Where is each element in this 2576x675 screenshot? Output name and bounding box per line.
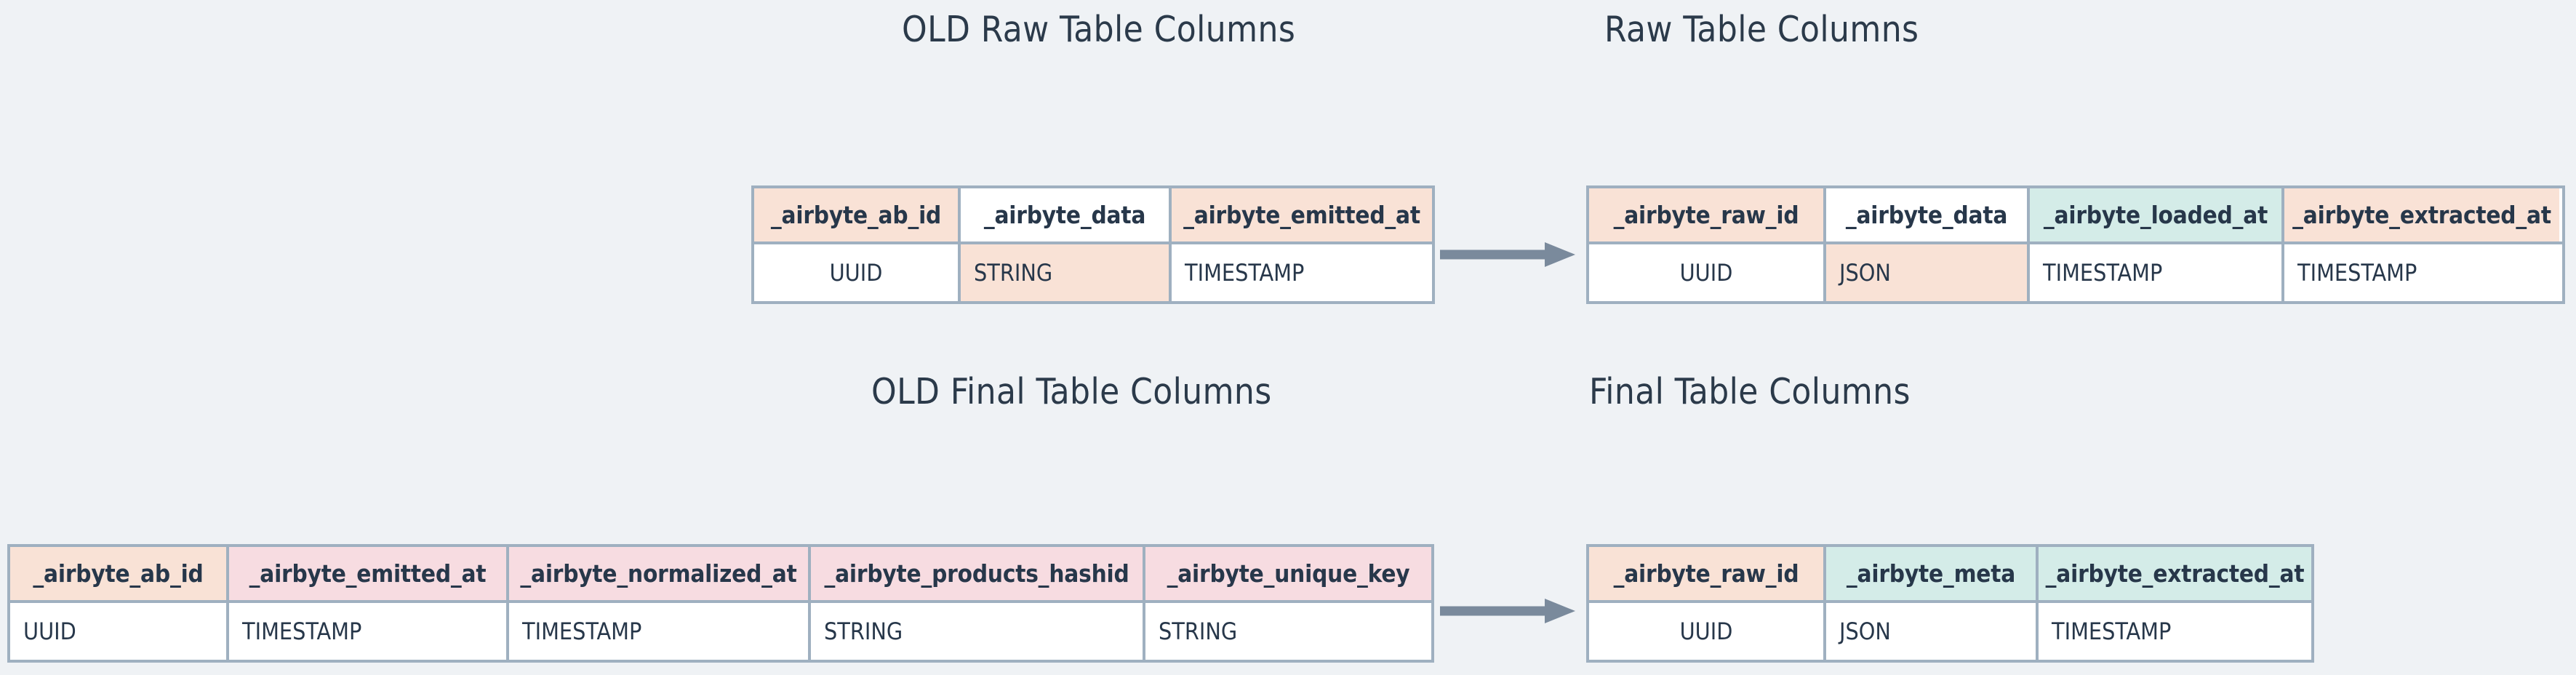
column-header-cell: _airbyte_raw_id — [1589, 547, 1823, 600]
column-type-cell: UUID — [1589, 603, 1823, 660]
column-header-cell: _airbyte_products_hashid — [808, 547, 1143, 600]
table-type-row: UUID JSON TIMESTAMP TIMESTAMP — [1589, 244, 2562, 301]
column-type-cell: TIMESTAMP — [506, 603, 808, 660]
column-header-cell: _airbyte_ab_id — [10, 547, 226, 600]
column-type-cell: STRING — [958, 244, 1169, 301]
table-header-row: _airbyte_raw_id _airbyte_meta _airbyte_e… — [1589, 547, 2311, 603]
column-header-cell: _airbyte_unique_key — [1143, 547, 1431, 600]
column-header-cell: _airbyte_extracted_at — [2036, 547, 2311, 600]
column-type-cell: UUID — [10, 603, 226, 660]
old-raw-title: OLD Raw Table Columns — [902, 9, 1296, 50]
column-header-cell: _airbyte_emitted_at — [226, 547, 506, 600]
column-header-cell: _airbyte_loaded_at — [2027, 188, 2281, 241]
column-header-cell: _airbyte_meta — [1823, 547, 2036, 600]
table-type-row: UUID TIMESTAMP TIMESTAMP STRING STRING — [10, 603, 1431, 660]
column-type-cell: TIMESTAMP — [1169, 244, 1432, 301]
column-header-cell: _airbyte_ab_id — [754, 188, 958, 241]
column-type-cell: JSON — [1823, 603, 2036, 660]
final-transform-arrow — [1439, 596, 1577, 626]
table-old-final: _airbyte_ab_id _airbyte_emitted_at _airb… — [7, 544, 1434, 663]
column-type-cell: STRING — [808, 603, 1143, 660]
column-type-cell: TIMESTAMP — [2281, 244, 2559, 301]
table-type-row: UUID JSON TIMESTAMP — [1589, 603, 2311, 660]
old-final-title: OLD Final Table Columns — [871, 371, 1272, 412]
table-header-row: _airbyte_raw_id _airbyte_data _airbyte_l… — [1589, 188, 2562, 244]
new-raw-title: Raw Table Columns — [1604, 9, 1919, 50]
table-header-row: _airbyte_ab_id _airbyte_emitted_at _airb… — [10, 547, 1431, 603]
table-header-row: _airbyte_ab_id _airbyte_data _airbyte_em… — [754, 188, 1432, 244]
column-type-cell: UUID — [1589, 244, 1823, 301]
column-header-cell: _airbyte_normalized_at — [506, 547, 808, 600]
column-header-cell: _airbyte_emitted_at — [1169, 188, 1432, 241]
column-header-cell: _airbyte_extracted_at — [2281, 188, 2559, 241]
column-header-cell: _airbyte_raw_id — [1589, 188, 1823, 241]
table-type-row: UUID STRING TIMESTAMP — [754, 244, 1432, 301]
column-header-cell: _airbyte_data — [1823, 188, 2027, 241]
column-type-cell: TIMESTAMP — [2027, 244, 2281, 301]
table-new-final: _airbyte_raw_id _airbyte_meta _airbyte_e… — [1586, 544, 2314, 663]
column-type-cell: JSON — [1823, 244, 2027, 301]
column-type-cell: TIMESTAMP — [2036, 603, 2311, 660]
table-old-raw: _airbyte_ab_id _airbyte_data _airbyte_em… — [751, 185, 1435, 304]
column-type-cell: UUID — [754, 244, 958, 301]
column-type-cell: TIMESTAMP — [226, 603, 506, 660]
column-type-cell: STRING — [1143, 603, 1431, 660]
new-final-title: Final Table Columns — [1589, 371, 1911, 412]
table-new-raw: _airbyte_raw_id _airbyte_data _airbyte_l… — [1586, 185, 2565, 304]
raw-transform-arrow — [1439, 240, 1577, 269]
column-header-cell: _airbyte_data — [958, 188, 1169, 241]
